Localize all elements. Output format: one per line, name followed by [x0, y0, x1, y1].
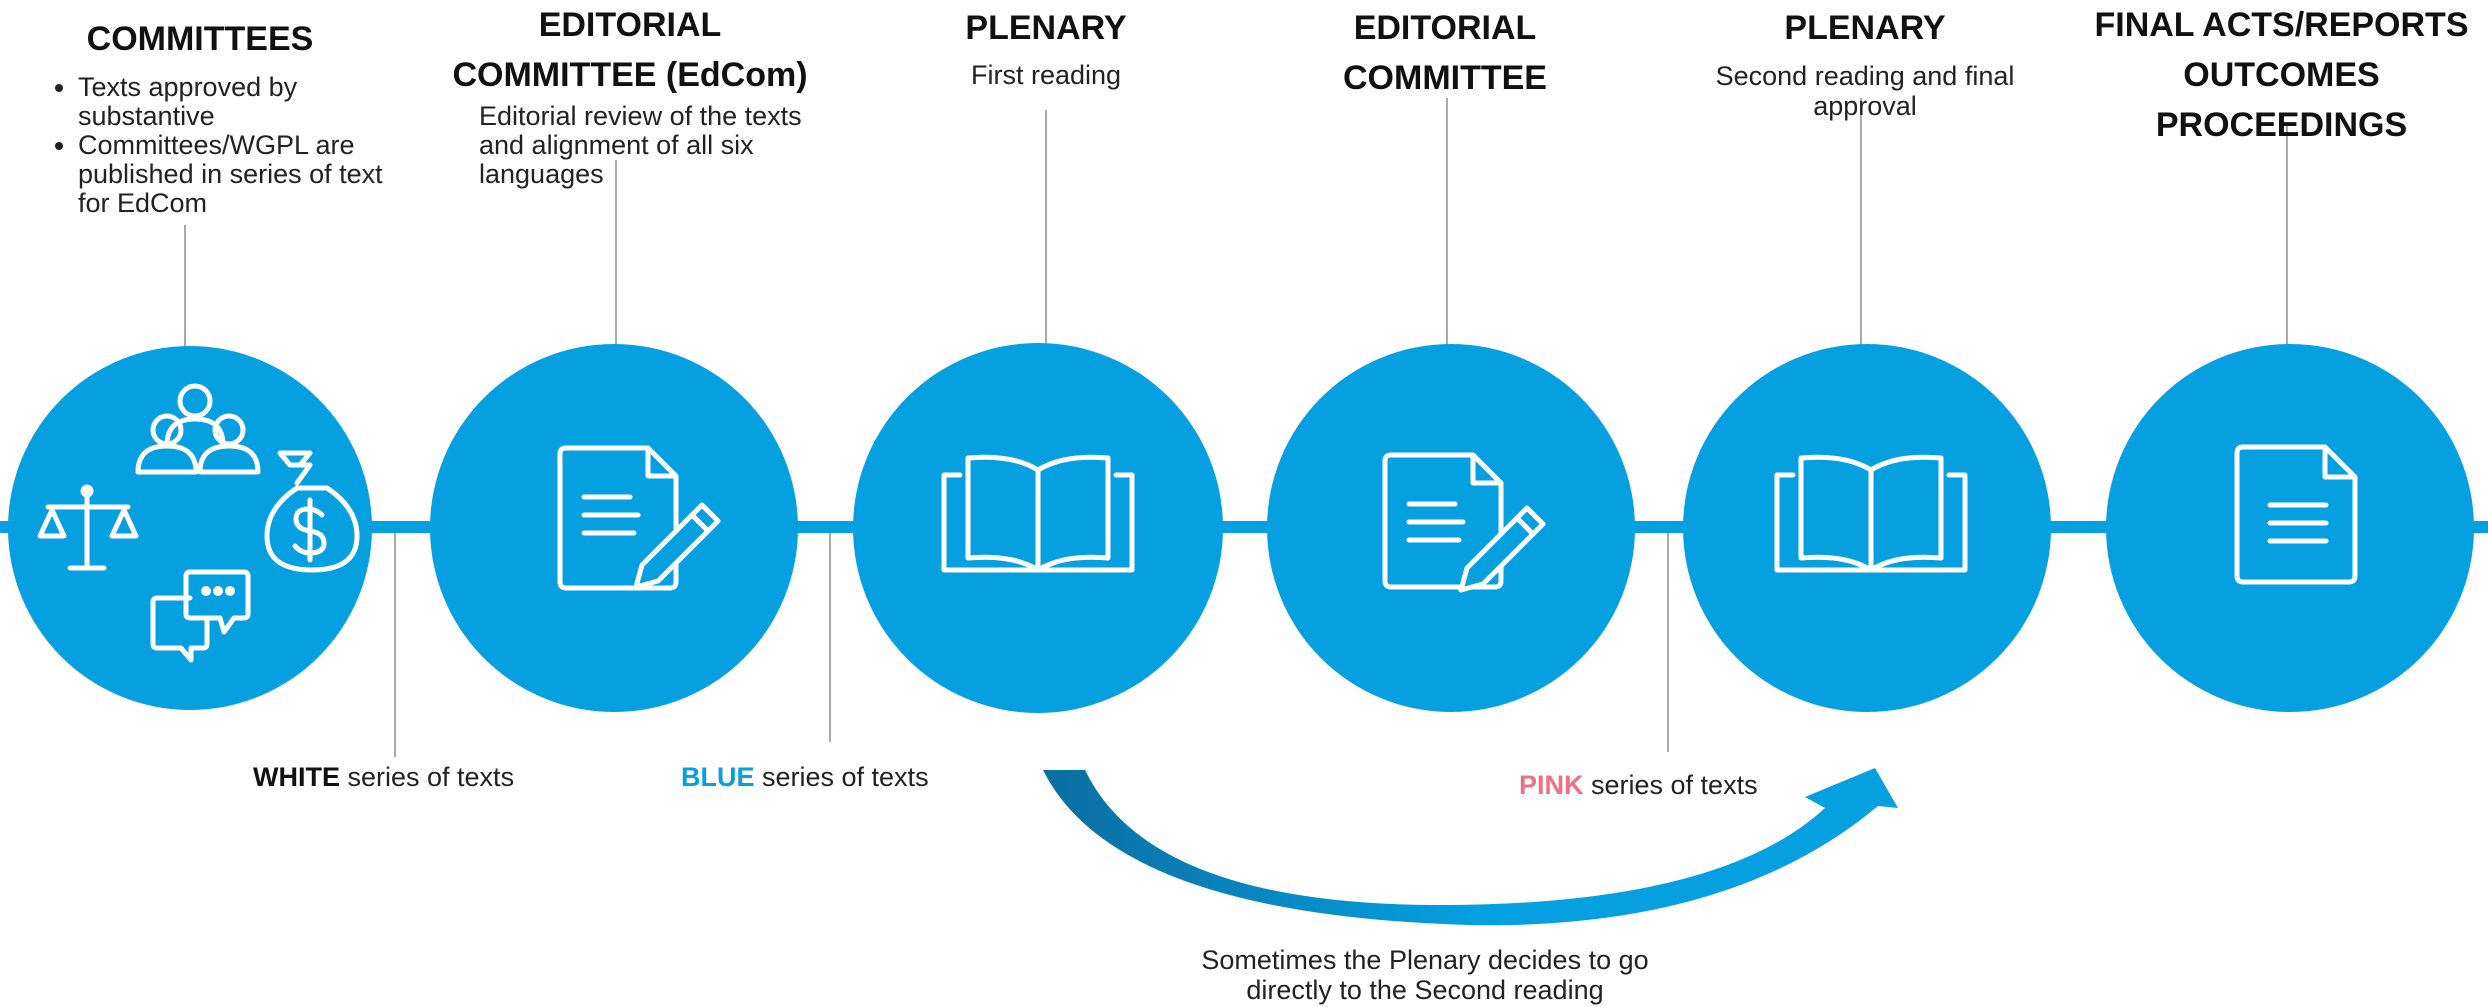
committees-bullet-1: Texts approved by substantive [78, 73, 410, 131]
circle-plenary-2 [1683, 344, 2051, 712]
plenary-second-description: Second reading and final approval [1715, 61, 2015, 121]
plenary-first-description: First reading [970, 60, 1122, 90]
plenary-second-title: PLENARY [1784, 9, 1946, 47]
committees-title: COMMITTEES [86, 20, 314, 58]
scales-of-justice-icon [37, 484, 139, 571]
group-of-people-icon [135, 383, 261, 475]
document-edit-icon [1382, 452, 1546, 593]
editorial-committee-title: EDITORIAL COMMITTEE [1290, 3, 1600, 103]
blue-series-label: BLUE series of texts [681, 761, 929, 793]
circle-final [2106, 344, 2474, 712]
blue-series-keyword: BLUE [681, 762, 755, 792]
final-acts-title-line3: PROCEEDINGS [2155, 106, 2408, 144]
circle-editorial-2 [1267, 344, 1635, 712]
editorial-edcom-title-line1: EDITORIAL [538, 6, 722, 44]
document-icon [2234, 444, 2358, 585]
connector-lines [184, 98, 2288, 757]
white-series-text: series of texts [340, 762, 515, 792]
white-series-keyword: WHITE [253, 762, 340, 792]
open-book-icon [941, 454, 1135, 573]
editorial-edcom-title: EDITORIAL COMMITTEE (EdCom) [430, 0, 830, 100]
committees-bullets: Texts approved by substantive Committees… [40, 73, 410, 218]
pink-series-label: PINK series of texts [1519, 769, 1758, 801]
final-acts-title-line1: FINAL ACTS/REPORTS [2094, 6, 2469, 44]
stage-circles [8, 343, 2474, 713]
white-series-label: WHITE series of texts [253, 761, 514, 793]
editorial-edcom-description: Editorial review of the texts and alignm… [479, 101, 802, 189]
circle-editorial-1 [430, 344, 798, 712]
document-edit-icon [557, 445, 721, 591]
editorial-edcom-title-line2: COMMITTEE (EdCom) [452, 56, 808, 94]
final-acts-title: FINAL ACTS/REPORTS OUTCOMES PROCEEDINGS [2075, 0, 2488, 150]
chat-bubbles-icon [150, 569, 251, 663]
pink-series-keyword: PINK [1519, 770, 1584, 800]
open-book-icon [1774, 454, 1968, 573]
editorial-committee-title-line2: COMMITTEE [1343, 59, 1547, 97]
skip-arrow [1043, 768, 1898, 926]
final-acts-title-line2: OUTCOMES [2183, 56, 2380, 94]
plenary-first-title: PLENARY [965, 9, 1127, 47]
blue-series-text: series of texts [754, 762, 929, 792]
circle-committees [8, 346, 372, 710]
money-bag-icon [264, 450, 360, 573]
skip-note: Sometimes the Plenary decides to go dire… [1201, 945, 1649, 1005]
committees-bullet-2: Committees/WGPL are published in series … [78, 131, 410, 218]
pink-series-text: series of texts [1583, 770, 1758, 800]
editorial-committee-title-line1: EDITORIAL [1353, 9, 1537, 47]
